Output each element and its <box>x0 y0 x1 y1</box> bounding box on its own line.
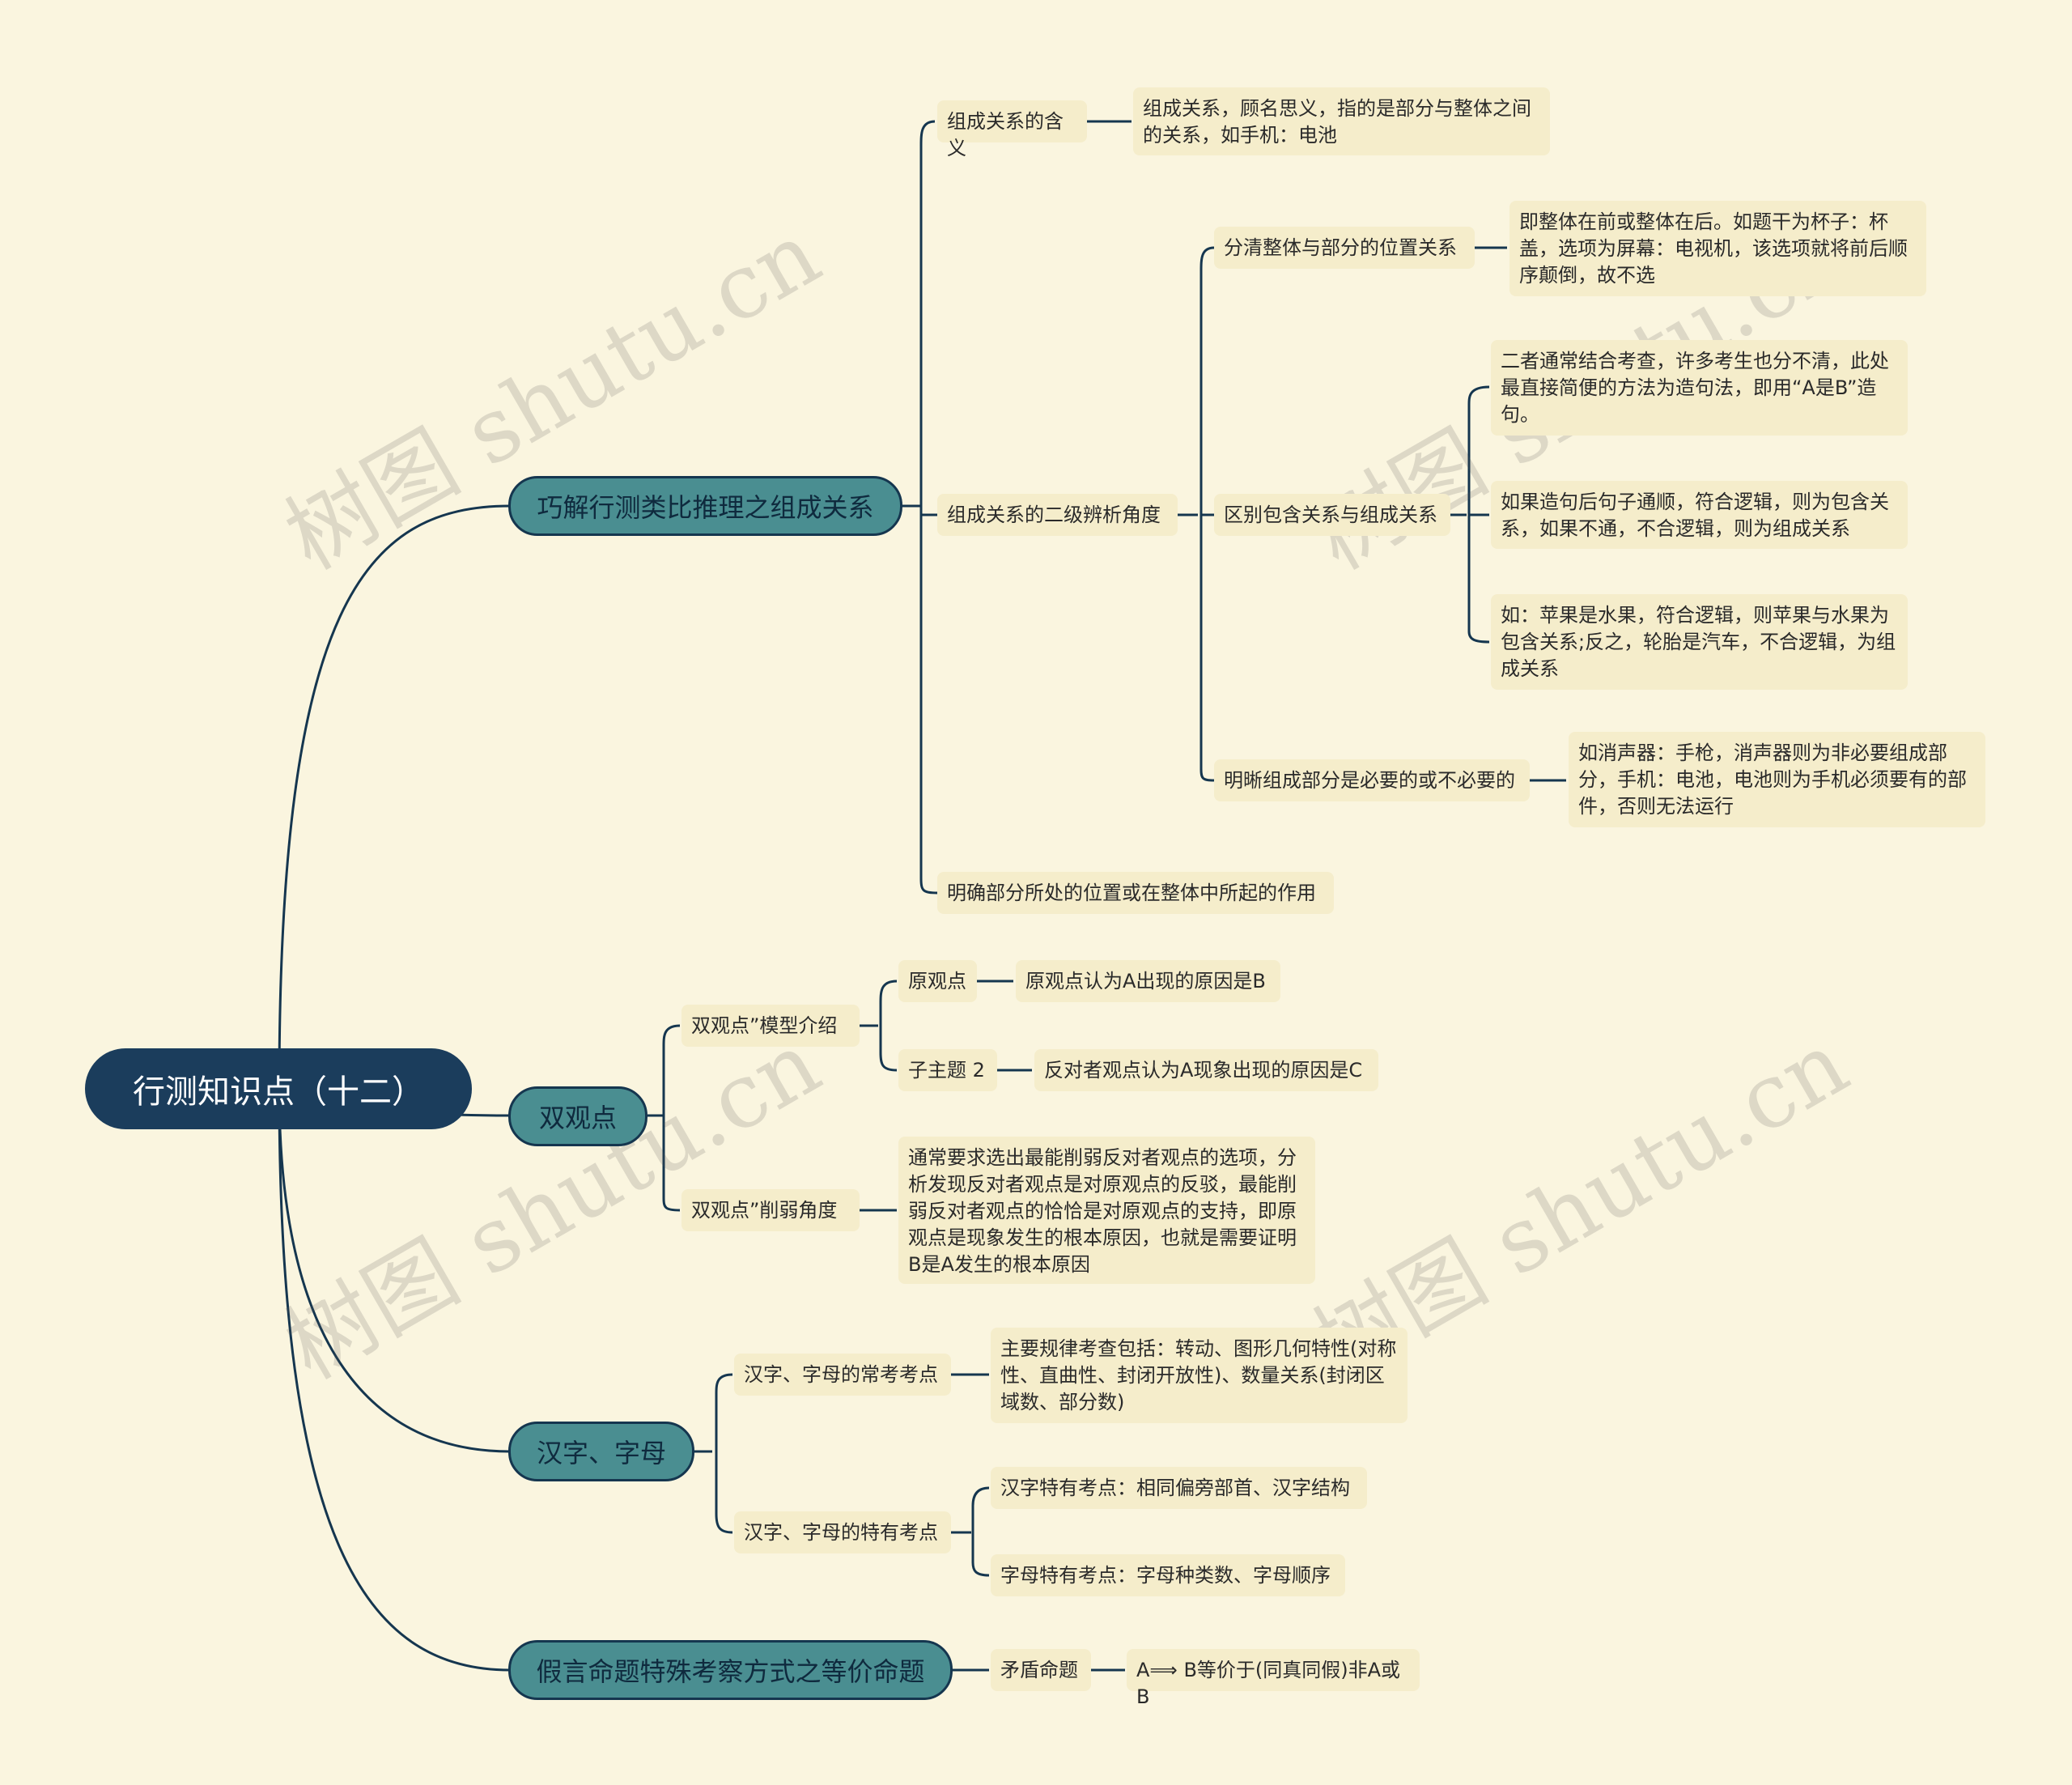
composition-meaning-label[interactable]: 组成关系的含义 <box>937 100 1087 159</box>
contradiction-label[interactable]: 矛盾命题 <box>991 1649 1091 1691</box>
distinguish-detail-2: 如果造句后句子通顺，符合逻辑，则为包含关系，如果不通，不合逻辑，则为组成关系 <box>1491 481 1908 549</box>
letter-special-text: 字母特有考点：字母种类数、字母顺序 <box>991 1554 1345 1596</box>
branch-dual-viewpoint[interactable]: 双观点 <box>508 1086 648 1146</box>
special-test-label[interactable]: 汉字、字母的特有考点 <box>734 1511 951 1553</box>
distinguish-inclusion-label[interactable]: 区别包含关系与组成关系 <box>1214 494 1450 536</box>
part-role-label[interactable]: 明确部分所处的位置或在整体中所起的作用 <box>937 872 1334 914</box>
opponent-view-text: 反对者观点认为A现象出现的原因是C <box>1034 1049 1378 1091</box>
common-test-label[interactable]: 汉字、字母的常考考点 <box>734 1354 951 1396</box>
hanzi-special-text: 汉字特有考点：相同偏旁部首、汉字结构 <box>991 1467 1367 1509</box>
branch-composition[interactable]: 巧解行测类比推理之组成关系 <box>508 476 902 536</box>
branch-equivalent-proposition[interactable]: 假言命题特殊考察方式之等价命题 <box>508 1640 953 1700</box>
dual-weaken-label[interactable]: 双观点”削弱角度 <box>681 1189 860 1231</box>
necessary-part-label[interactable]: 明晰组成部分是必要的或不必要的 <box>1214 759 1530 801</box>
distinguish-detail-3: 如：苹果是水果，符合逻辑，则苹果与水果为包含关系;反之，轮胎是汽车，不合逻辑，为… <box>1491 594 1908 690</box>
composition-meaning-text: 组成关系，顾名思义，指的是部分与整体之间的关系，如手机：电池 <box>1133 87 1550 155</box>
original-view-text: 原观点认为A出现的原因是B <box>1016 960 1280 1002</box>
position-relation-label[interactable]: 分清整体与部分的位置关系 <box>1214 227 1475 269</box>
subtopic-2-label[interactable]: 子主题 2 <box>898 1049 997 1091</box>
dual-weaken-text: 通常要求选出最能削弱反对者观点的选项，分析发现反对者观点是对原观点的反驳，最能削… <box>898 1137 1315 1284</box>
position-relation-text: 即整体在前或整体在后。如题干为杯子：杯盖，选项为屏幕：电视机，该选项就将前后顺序… <box>1509 201 1926 296</box>
root-topic[interactable]: 行测知识点（十二） <box>85 1048 472 1129</box>
necessary-part-text: 如消声器：手枪，消声器则为非必要组成部分，手机：电池，电池则为手机必须要有的部件… <box>1569 732 1985 827</box>
composition-angles-label[interactable]: 组成关系的二级辨析角度 <box>937 494 1178 536</box>
distinguish-detail-1: 二者通常结合考查，许多考生也分不清，此处最直接简便的方法为造句法，即用“A是B”… <box>1491 340 1908 436</box>
contradiction-text: A⟹ B等价于(同真同假)非A或B <box>1127 1649 1420 1708</box>
original-view-label[interactable]: 原观点 <box>898 960 977 1002</box>
common-test-text: 主要规律考查包括：转动、图形几何特性(对称性、直曲性、封闭开放性)、数量关系(封… <box>991 1328 1408 1423</box>
branch-characters-letters[interactable]: 汉字、字母 <box>508 1422 694 1481</box>
dual-model-label[interactable]: 双观点”模型介绍 <box>681 1005 860 1047</box>
